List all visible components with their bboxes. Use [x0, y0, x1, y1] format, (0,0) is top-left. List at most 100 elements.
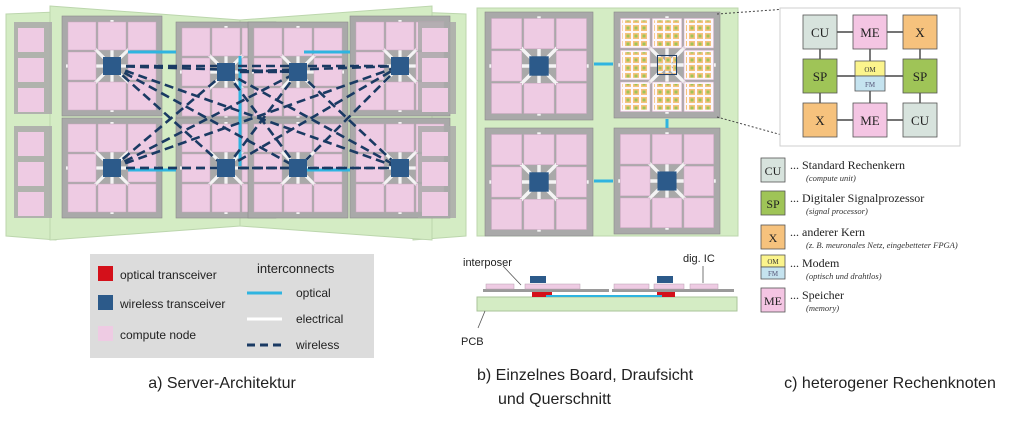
swatch-label: SP	[766, 197, 780, 211]
wireless-transceiver	[529, 172, 549, 192]
compute-node	[620, 197, 651, 228]
legend-label: wireless	[295, 338, 339, 352]
legend-label: wireless transceiver	[119, 297, 225, 311]
heterogeneous-cores	[622, 83, 649, 110]
optical-transceiver-swatch	[98, 266, 113, 281]
wireless-transceiver	[657, 276, 673, 283]
legend-subtitle: (z. B. meuronales Netz, eingebetteter FP…	[806, 240, 958, 250]
compute-node	[127, 21, 157, 51]
wireless-transceiver	[103, 159, 121, 177]
legend-subtitle: (compute unit)	[806, 173, 856, 183]
legend-heading: interconnects	[257, 261, 335, 276]
swatch-label: X	[769, 231, 778, 245]
compute-node	[491, 199, 522, 230]
compute-node	[556, 83, 587, 114]
caption-b: b) Einzelnes Board, Draufsicht	[477, 367, 694, 384]
dig-ic	[524, 283, 581, 290]
core-label: SP	[913, 69, 927, 84]
modem-swatch	[760, 266, 786, 280]
compute-node	[651, 81, 683, 112]
legend-a: optical transceiver wireless transceiver…	[90, 254, 374, 358]
compute-node	[18, 132, 44, 156]
core-label: ME	[860, 113, 880, 128]
modem-cell	[854, 75, 886, 92]
cross-section: interposer dig. IC PCB	[461, 253, 738, 348]
swatch-label: FM	[768, 270, 779, 278]
compute-node	[385, 21, 415, 51]
compute-node	[181, 57, 211, 87]
compute-node	[211, 183, 241, 213]
swatch-label: OM	[767, 258, 779, 266]
compute-node	[127, 81, 157, 111]
interposer	[483, 289, 609, 292]
core-label: SP	[813, 69, 827, 84]
server-architecture	[5, 5, 467, 241]
core-label: X	[915, 25, 925, 40]
compute-node	[556, 50, 587, 82]
wireless-transceiver	[289, 159, 307, 177]
compute-node	[491, 83, 522, 114]
wireless-transceiver	[391, 159, 409, 177]
compute-node	[385, 183, 415, 213]
core-label: X	[815, 113, 825, 128]
interposer	[612, 289, 734, 292]
legend-a-box	[90, 254, 374, 358]
compute-node	[97, 183, 127, 213]
wireless-link	[111, 64, 299, 170]
core-cell	[902, 58, 938, 94]
compute-node	[556, 18, 587, 49]
swatch-label: CU	[765, 164, 782, 178]
compute-node	[422, 162, 448, 186]
legend-label: optical	[296, 286, 331, 300]
compute-node	[491, 134, 522, 165]
compute-node	[651, 134, 683, 165]
legend-label: electrical	[296, 312, 343, 326]
compute-node	[18, 28, 44, 52]
wireless-link	[111, 64, 401, 170]
compute-node	[313, 57, 343, 87]
compute-node	[283, 183, 313, 213]
core-label: CU	[911, 113, 930, 128]
wireless-transceiver	[217, 63, 235, 81]
compute-node	[385, 81, 415, 111]
compute-node	[523, 134, 555, 165]
core-swatch	[760, 190, 786, 216]
compute-node	[620, 18, 651, 49]
compute-node	[385, 123, 415, 153]
pcb	[476, 296, 738, 312]
compute-node	[313, 183, 343, 213]
modem-label: OM	[864, 66, 876, 74]
compute-node	[18, 58, 44, 82]
compute-node	[67, 123, 97, 153]
wireless-transceiver	[103, 57, 121, 75]
optical-transceiver	[532, 292, 552, 297]
compute-node	[67, 153, 97, 183]
wireless-link	[111, 64, 401, 170]
wireless-link	[225, 70, 401, 170]
heterogeneous-cores	[622, 20, 649, 47]
heterogeneous-cores	[622, 52, 649, 78]
compute-node	[651, 18, 683, 49]
legend-subtitle: (optisch und drahtlos)	[806, 271, 882, 281]
compute-node	[683, 134, 714, 165]
heterogeneous-cores	[654, 83, 680, 110]
core-cell	[902, 102, 938, 138]
core-label: ME	[860, 25, 880, 40]
wireless-transceiver	[657, 171, 677, 191]
single-board: interposer dig. IC PCB	[461, 7, 801, 348]
wireless-transceiver	[530, 276, 546, 283]
compute-node	[422, 88, 448, 112]
dig-ic	[485, 283, 515, 290]
compute-node	[620, 134, 651, 165]
legend-label: optical transceiver	[120, 268, 217, 282]
compute-node	[97, 123, 127, 153]
compute-node	[620, 165, 651, 197]
caption-a: a) Server-Architektur	[148, 375, 296, 392]
compute-node	[18, 192, 44, 216]
wireless-transceiver	[217, 159, 235, 177]
compute-node	[355, 123, 385, 153]
compute-node	[683, 165, 714, 197]
compute-node	[181, 27, 211, 57]
compute-node	[18, 162, 44, 186]
